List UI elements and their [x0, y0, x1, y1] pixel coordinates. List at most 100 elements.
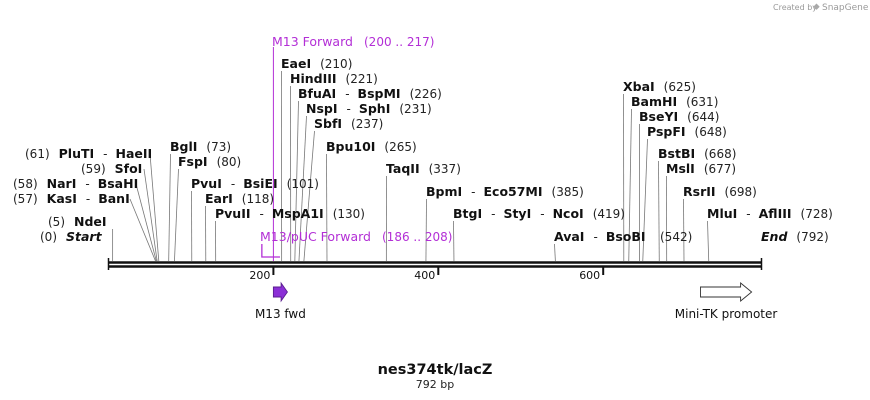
site-leader [294, 100, 299, 262]
site-separator: - [345, 87, 349, 101]
feature-arrow [272, 281, 288, 303]
ruler-tick-label: 200 [249, 269, 270, 282]
map-title: nes374tk/lacZ [378, 362, 493, 378]
enzyme-name: BfuAI [298, 86, 336, 101]
enzyme-name: TaqII [386, 161, 420, 176]
site-leader [135, 183, 157, 262]
site-location: (101) [287, 177, 319, 191]
site-separator: - [593, 230, 597, 244]
site-bfuai: BfuAI-BspMI(226) [298, 86, 442, 101]
enzyme-name: RsrII [683, 184, 716, 199]
feature-label: M13 fwd [255, 307, 306, 321]
enzyme-name: PspFI [647, 124, 686, 139]
feature-arrow [700, 282, 753, 302]
site-pvuii: PvuII-MspA1I (130) [215, 206, 365, 221]
enzyme-name: SbfI [314, 116, 342, 131]
primer-m13-forward: M13 Forward(200 .. 217) [272, 34, 434, 261]
site-taqii: TaqII (337) [386, 161, 461, 176]
site-location: (631) [686, 95, 718, 109]
site-separator: - [231, 177, 235, 191]
site-location: (237) [351, 117, 383, 131]
site-location: (73) [206, 140, 231, 154]
enzyme-name: NspI [306, 101, 338, 116]
site-leader [628, 108, 632, 262]
site-leader [298, 115, 307, 262]
site-nspi: NspI-SphI(231) [306, 101, 432, 116]
site-leader [174, 168, 179, 262]
site-bgli: BglI(73) [170, 139, 231, 154]
enzyme-name: BsoBI [606, 229, 646, 244]
site-location: (59) [81, 162, 106, 176]
backbone [107, 258, 763, 270]
site-location: (5) [48, 215, 65, 229]
enzyme-name: End [761, 229, 788, 244]
ruler-tick-label: 600 [579, 269, 600, 282]
site-location: (210) [320, 57, 352, 71]
site-location: (337) [429, 162, 461, 176]
site-labels: (0)Start(5)NdeI(57)KasI-BanI(58)NarI-Bsa… [13, 56, 833, 244]
enzyme-name: NcoI [553, 206, 584, 221]
enzyme-name: BtgI [453, 206, 482, 221]
site-leader [149, 153, 160, 262]
credit-text: Created by [773, 3, 817, 12]
enzyme-name: PluTI [59, 146, 95, 161]
site-hindiii: HindIII(221) [290, 71, 378, 86]
enzyme-name: PvuII [215, 206, 251, 221]
site-location: (130) [333, 207, 365, 221]
site-avai: AvaI-BsoBI(542) [554, 229, 692, 244]
site-location: (231) [399, 102, 431, 116]
site-start: (0)Start [40, 229, 103, 244]
site-leader [129, 198, 156, 262]
feature-label: Mini-TK promoter [675, 307, 778, 321]
site-leader [168, 153, 171, 262]
enzyme-name: Eco57MI [484, 184, 543, 199]
feature-mini-tk-promoter: Mini-TK promoter [675, 282, 778, 321]
primer-location: (186 .. 208) [382, 230, 452, 244]
site-ndei: (5) NdeI [48, 214, 107, 229]
primer-name: M13/pUC Forward [260, 229, 371, 244]
enzyme-name: MspA1I [272, 206, 324, 221]
enzyme-name: EaeI [281, 56, 311, 71]
site-pvui: PvuI-BsiEI (101) [191, 176, 319, 191]
site-separator: - [471, 185, 475, 199]
enzyme-name: PvuI [191, 176, 222, 191]
site-eari: EarI(118) [205, 191, 274, 206]
enzyme-name: Start [66, 229, 103, 244]
site-pluti: (61)PluTI-HaeII [25, 146, 152, 161]
site-separator: - [260, 207, 264, 221]
map-length: 792 bp [416, 378, 454, 391]
primer-bracket [261, 244, 280, 258]
site-sbfi: SbfI (237) [314, 116, 383, 131]
ruler-ticks: 200 400 600 [249, 266, 605, 282]
site-separator: - [491, 207, 495, 221]
enzyme-name: NdeI [74, 214, 107, 229]
snapgene-logo-icon [813, 3, 820, 10]
primer-location: (200 .. 217) [364, 35, 434, 49]
site-location: (698) [725, 185, 757, 199]
enzyme-name: BpmI [426, 184, 462, 199]
enzyme-name: SphI [359, 101, 391, 116]
enzyme-name: EarI [205, 191, 233, 206]
enzyme-name: BsiEI [243, 176, 277, 191]
site-bamhi: BamHI(631) [631, 94, 718, 109]
site-leader [642, 138, 648, 262]
enzyme-name: AvaI [554, 229, 584, 244]
enzyme-name: NarI [47, 176, 77, 191]
enzyme-name: Bpu10I [326, 139, 375, 154]
site-end: End(792) [761, 229, 829, 244]
site-location: (385) [552, 185, 584, 199]
site-location: (419) [593, 207, 625, 221]
site-location: (57) [13, 192, 38, 206]
site-location: (80) [217, 155, 242, 169]
site-location: (226) [410, 87, 442, 101]
primer-m13-puc-forward: M13/pUC Forward (186 .. 208) [260, 229, 452, 258]
site-separator: - [86, 192, 90, 206]
site-separator: - [746, 207, 750, 221]
features: M13 fwd Mini-TK promoter [255, 281, 778, 321]
site-pspfi: PspFI(648) [647, 124, 727, 139]
site-nari: (58)NarI-BsaHI [13, 176, 138, 191]
site-bseyi: BseYI(644) [639, 109, 719, 124]
ruler-tick-label: 400 [414, 269, 435, 282]
site-bpu10i: Bpu10I(265) [326, 139, 417, 154]
